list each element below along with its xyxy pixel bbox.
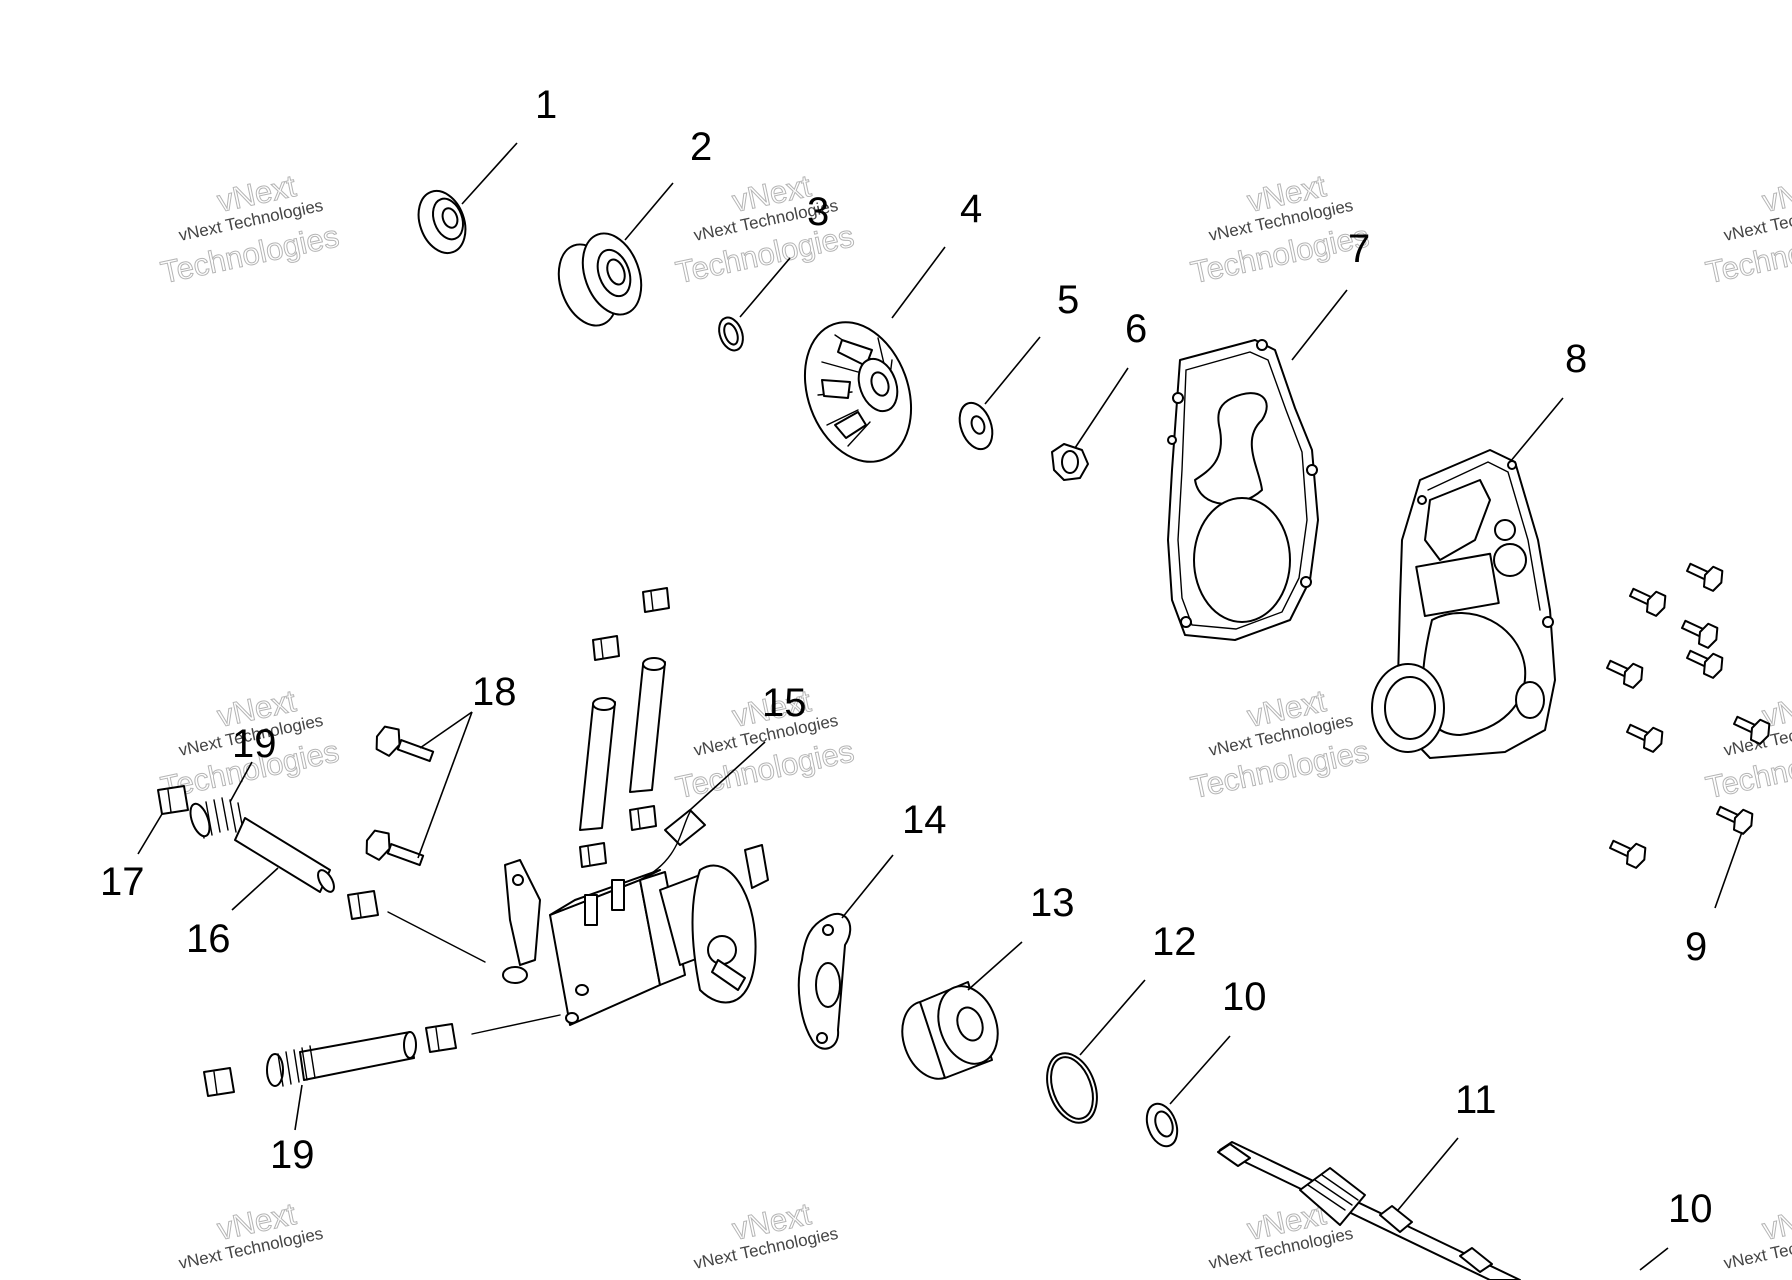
part-18-bolts [365,725,435,867]
watermark-9: vNext vNext Technologies [177,1196,325,1273]
watermark-12: vNext vNext Technologies [1722,1196,1792,1273]
part-6-nut [1051,443,1089,481]
leader-6 [1074,367,1129,449]
callout-2: 2 [690,125,712,169]
part-2-bearing [557,232,643,327]
callout-13: 13 [1030,881,1075,925]
watermark-4: vNext vNext Technologies Technologies [1702,168,1792,291]
watermark-3: vNext vNext Technologies Technologies [1187,168,1372,291]
part-13-bushing [901,981,999,1080]
part-1-seal [417,190,467,254]
callout-6: 6 [1125,307,1147,351]
leader-3 [739,257,791,318]
leader-16 [231,867,279,911]
leader-19a [229,761,253,803]
part-3-o-ring [718,316,744,352]
hose-clamps-upper [579,587,670,868]
watermark-1: vNext vNext Technologies Technologies [157,168,342,291]
callout-9: 9 [1685,925,1707,969]
callout-8: 8 [1565,337,1587,381]
watermark-10: vNext vNext Technologies [692,1196,840,1273]
leader-12 [1079,979,1146,1056]
callout-12: 12 [1152,920,1197,964]
leader-13 [967,941,1023,991]
part-10-washer [1145,1102,1179,1148]
watermark-7: vNext vNext Technologies Technologies [1187,683,1372,806]
leader-9 [1714,831,1743,909]
callout-10a: 10 [1222,975,1267,1019]
watermark-8: vNext vNext Technologies Technologies [1702,683,1792,806]
callout-14: 14 [902,798,947,842]
watermark-vnext: vNext [1759,1196,1792,1247]
leader-18b [417,711,473,859]
callout-18: 18 [472,670,517,714]
part-5-washer [958,401,994,451]
part-7-gasket [1167,339,1319,641]
assembly-line-1 [387,911,486,963]
part-16-tube [234,817,335,893]
callout-5: 5 [1057,278,1079,322]
callout-19a: 19 [232,722,277,766]
leader-8 [1509,397,1564,463]
leader-7 [1291,289,1348,361]
hose-clamps-middle [203,890,457,1097]
part-11-shaft [1217,1141,1521,1280]
part-14-gasket [797,912,852,1050]
part-15-pump-body [502,809,769,1026]
callout-17: 17 [100,860,145,904]
leader-4 [891,246,946,319]
leader-10b [1639,1247,1669,1271]
leader-18a [419,711,473,749]
leader-19b [294,1084,303,1131]
leader-17 [137,813,163,855]
leader-15 [689,741,766,811]
callout-10b: 10 [1668,1187,1713,1231]
leader-5 [984,336,1041,405]
callout-15: 15 [762,681,807,725]
part-17-clamp [157,785,189,815]
part-4-impeller [803,321,913,463]
callout-19b: 19 [270,1133,315,1177]
callout-3: 3 [807,190,829,234]
part-19-spring-upper [189,797,245,839]
part-8-pump-cover [1371,449,1556,759]
part-12-o-ring [1046,1052,1098,1124]
callout-1: 1 [535,83,557,127]
watermark-vnext: vNext [1759,168,1792,219]
watermark-6: vNext vNext Technologies Technologies [672,683,857,806]
callout-16: 16 [186,917,231,961]
leader-11 [1397,1137,1459,1211]
callout-11: 11 [1455,1078,1497,1122]
leader-2 [624,182,674,241]
leader-14 [841,854,894,919]
leader-10a [1169,1035,1231,1105]
part-9-bolts [1605,562,1771,869]
callout-4: 4 [960,187,982,231]
callout-7: 7 [1348,227,1370,271]
part-19-spring-lower [266,1031,417,1087]
assembly-line-2 [471,1014,561,1035]
leader-1 [461,142,518,205]
